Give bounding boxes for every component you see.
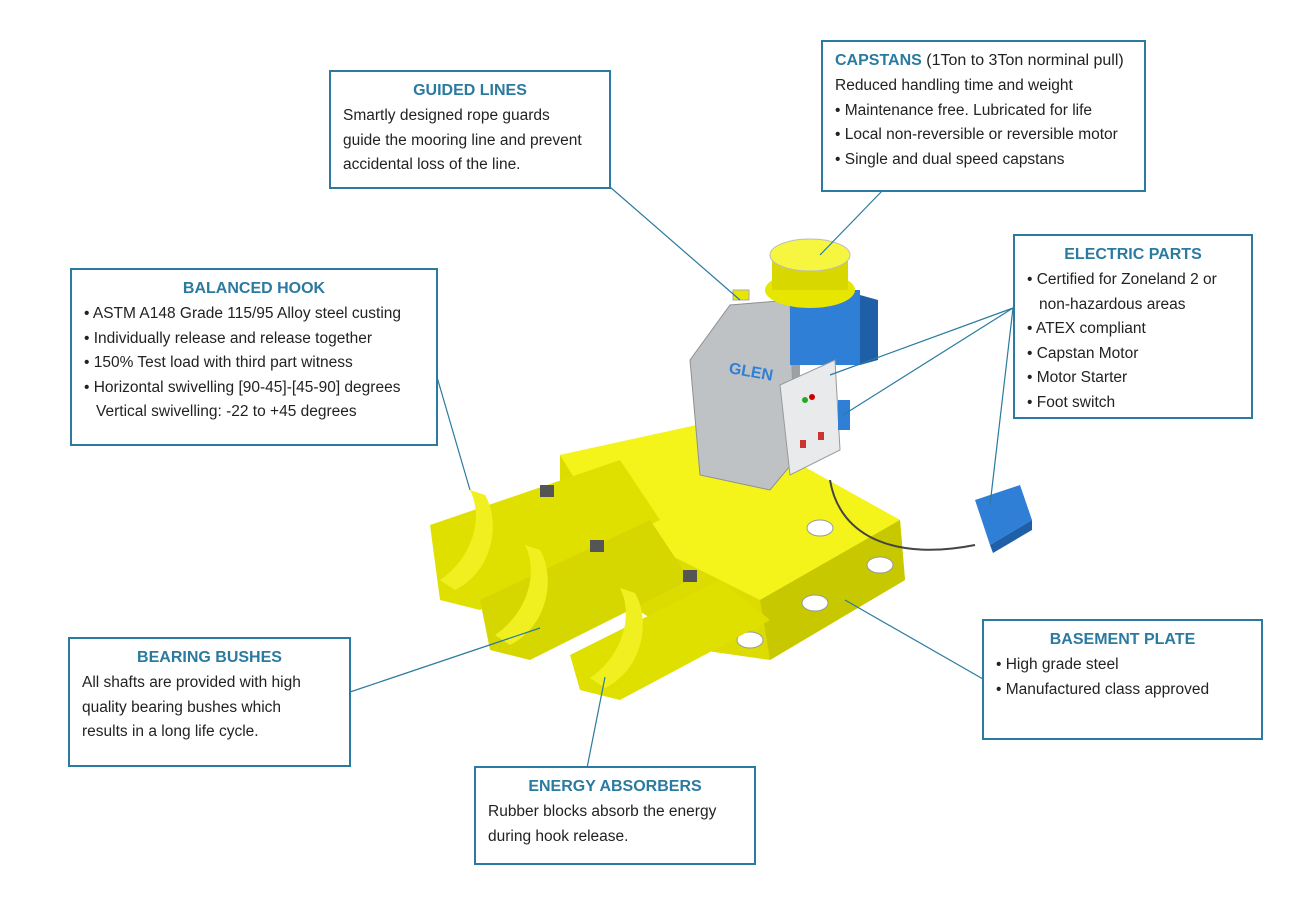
foot-switch-cable [829,479,976,551]
callout-bullet: • 150% Test load with third part witness [84,354,353,371]
callout-basement-plate: BASEMENT PLATE • High grade steel • Manu… [982,619,1263,740]
callout-title: ENERGY ABSORBERS [528,778,702,795]
callout-title: CAPSTANS (1Ton to 3Ton norminal pull) [835,50,1132,72]
callout-text: guide the mooring line and prevent [343,131,582,149]
callout-title: BEARING BUSHES [137,649,282,666]
callout-title: BASEMENT PLATE [1049,631,1196,648]
callout-text: All shafts are provided with high [82,674,301,691]
callout-title: GUIDED LINES [413,82,527,99]
callout-electric-parts: ELECTRIC PARTS • Certified for Zoneland … [1013,234,1253,419]
callout-title-main: CAPSTANS [835,52,922,69]
callout-bullet: • Capstan Motor [1027,344,1139,362]
callout-text: quality bearing bushes which [82,698,282,716]
callout-bullet: • Individually release and release toget… [84,329,373,347]
callout-text: results in a long life cycle. [82,723,259,740]
callout-bullet-continuation: Vertical swivelling: -22 to +45 degrees [96,403,357,420]
callout-text: accidental loss of the line. [343,156,521,173]
hook-assembly-graphic [430,460,770,700]
callout-bullet: • Manufactured class approved [996,680,1210,698]
callout-bullet: • High grade steel [996,656,1119,673]
callout-bullet: • ATEX compliant [1027,320,1146,337]
callout-title-suffix: (1Ton to 3Ton norminal pull) [926,52,1124,69]
callout-text: Reduced handling time and weight [835,77,1073,94]
foot-switch-graphic [975,485,1032,553]
callout-text: during hook release. [488,827,629,845]
callout-bullet-continuation: non-hazardous areas [1039,295,1186,313]
callout-energy-absorbers: ENERGY ABSORBERS Rubber blocks absorb th… [474,766,756,865]
callout-title: BALANCED HOOK [182,280,326,297]
callout-bullet: • Certified for Zoneland 2 or [1027,271,1217,288]
motor-starter-box-graphic [779,359,850,476]
callout-capstans: CAPSTANS (1Ton to 3Ton norminal pull) Re… [821,40,1146,192]
callout-bullet: • Single and dual speed capstans [835,150,1065,168]
callout-bullet: • Local non-reversible or reversible mot… [835,126,1118,143]
callout-balanced-hook: BALANCED HOOK • ASTM A148 Grade 115/95 A… [70,268,438,446]
callout-guided-lines: GUIDED LINES Smartly designed rope guard… [329,70,611,189]
callout-title: ELECTRIC PARTS [1064,246,1202,263]
callout-bullet: • ASTM A148 Grade 115/95 Alloy steel cus… [84,305,402,322]
callout-text: Rubber blocks absorb the energy [488,803,717,820]
callout-bearing-bushes: BEARING BUSHES All shafts are provided w… [68,637,351,767]
callout-bullet: • Horizontal swivelling [90-45]-[45-90] … [84,378,401,396]
callout-bullet: • Motor Starter [1027,369,1128,386]
callout-bullet: • Foot switch [1027,393,1116,411]
callout-text: Smartly designed rope guards [343,107,550,124]
callout-bullet: • Maintenance free. Lubricated for life [835,101,1093,119]
